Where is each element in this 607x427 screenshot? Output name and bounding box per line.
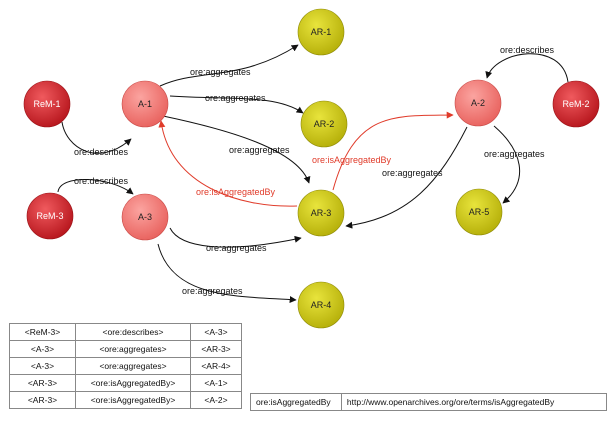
edge-label: ore:aggregates xyxy=(190,67,251,77)
node-label: AR-1 xyxy=(311,27,332,37)
node-label: AR-5 xyxy=(469,207,490,217)
node-label: A-3 xyxy=(138,212,152,222)
subject-cell: <ReM-3> xyxy=(9,323,76,341)
nodes: ReM-1 ReM-2 ReM-3 A-1 A-2 A-3 AR-1 AR-2 xyxy=(23,8,600,329)
edge-label: ore:isAggregatedBy xyxy=(196,187,276,197)
object-cell: <A-2> xyxy=(190,391,242,409)
edge-label: ore:aggregates xyxy=(382,168,443,178)
subject-cell: <A-3> xyxy=(9,340,76,358)
node-label: A-2 xyxy=(471,98,485,108)
node-ar-1: AR-1 xyxy=(297,8,345,56)
edge-a1-aggregates-ar2 xyxy=(169,95,304,114)
node-label: AR-4 xyxy=(311,300,332,310)
node-label: AR-3 xyxy=(311,208,332,218)
node-a-1: A-1 xyxy=(121,80,169,128)
predicate-cell: <ore:isAggregatedBy> xyxy=(75,374,191,392)
edge-rem3-describes-a3 xyxy=(57,179,134,195)
definition-table: ore:isAggregatedBy http://www.openarchiv… xyxy=(250,393,607,411)
node-rem-1: ReM-1 xyxy=(23,80,71,128)
object-cell: <A-1> xyxy=(190,374,242,392)
edge-a3-aggregates-ar3 xyxy=(169,227,302,248)
edge-label: ore:aggregates xyxy=(229,145,290,155)
edge-label: ore:describes xyxy=(500,45,555,55)
edge-a1-aggregates-ar1 xyxy=(159,44,299,87)
table-row: ore:isAggregatedBy http://www.openarchiv… xyxy=(250,393,607,411)
predicate-cell: <ore:isAggregatedBy> xyxy=(75,391,191,409)
term-cell: ore:isAggregatedBy xyxy=(250,393,342,411)
table-row: <AR-3> <ore:isAggregatedBy> <A-2> xyxy=(9,391,242,409)
edge-a2-aggregates-ar5 xyxy=(493,125,521,204)
edge-label: ore:aggregates xyxy=(206,243,267,253)
edge-a2-aggregates-ar3 xyxy=(345,126,468,229)
edge-ar3-isaggregatedby-a2 xyxy=(332,111,454,191)
table-row: <A-3> <ore:aggregates> <AR-4> xyxy=(9,357,242,375)
edge-label: ore:aggregates xyxy=(484,149,545,159)
object-cell: <AR-3> xyxy=(190,340,242,358)
edge-rem2-describes-a2 xyxy=(485,53,569,83)
predicate-cell: <ore:aggregates> xyxy=(75,357,191,375)
node-label: ReM-3 xyxy=(36,211,63,221)
edge-a1-aggregates-ar3 xyxy=(162,115,311,184)
subject-cell: <A-3> xyxy=(9,357,76,375)
node-rem-3: ReM-3 xyxy=(26,192,74,240)
edge-label: ore:aggregates xyxy=(205,93,266,103)
node-a-3: A-3 xyxy=(121,193,169,241)
edge-label: ore:aggregates xyxy=(182,286,243,296)
node-label: A-1 xyxy=(138,99,152,109)
triples-table: <ReM-3> <ore:describes> <A-3> <A-3> <ore… xyxy=(9,323,242,409)
edge-ar3-isaggregatedby-a1 xyxy=(158,120,298,207)
edge-label: ore:isAggregatedBy xyxy=(312,155,392,165)
node-rem-2: ReM-2 xyxy=(552,80,600,128)
edges xyxy=(57,44,569,304)
table-row: <A-3> <ore:aggregates> <AR-3> xyxy=(9,340,242,358)
object-cell: <A-3> xyxy=(190,323,242,341)
node-label: AR-2 xyxy=(314,119,335,129)
table-row: <AR-3> <ore:isAggregatedBy> <A-1> xyxy=(9,374,242,392)
node-ar-4: AR-4 xyxy=(297,281,345,329)
node-label: ReM-2 xyxy=(562,99,589,109)
uri-cell: http://www.openarchives.org/ore/terms/is… xyxy=(340,393,607,411)
edge-labels: ore:describes ore:describes ore:describe… xyxy=(74,45,555,296)
predicate-cell: <ore:aggregates> xyxy=(75,340,191,358)
node-a-2: A-2 xyxy=(454,79,502,127)
predicate-cell: <ore:describes> xyxy=(75,323,191,341)
table-row: <ReM-3> <ore:describes> <A-3> xyxy=(9,323,242,341)
edge-label: ore:describes xyxy=(74,147,129,157)
node-label: ReM-1 xyxy=(33,99,60,109)
node-ar-3: AR-3 xyxy=(297,189,345,237)
edge-a3-aggregates-ar4 xyxy=(157,243,297,304)
node-ar-2: AR-2 xyxy=(300,100,348,148)
edge-label: ore:describes xyxy=(74,176,129,186)
edge-rem1-describes-a1 xyxy=(61,121,132,154)
node-ar-5: AR-5 xyxy=(455,188,503,236)
subject-cell: <AR-3> xyxy=(9,391,76,409)
object-cell: <AR-4> xyxy=(190,357,242,375)
subject-cell: <AR-3> xyxy=(9,374,76,392)
